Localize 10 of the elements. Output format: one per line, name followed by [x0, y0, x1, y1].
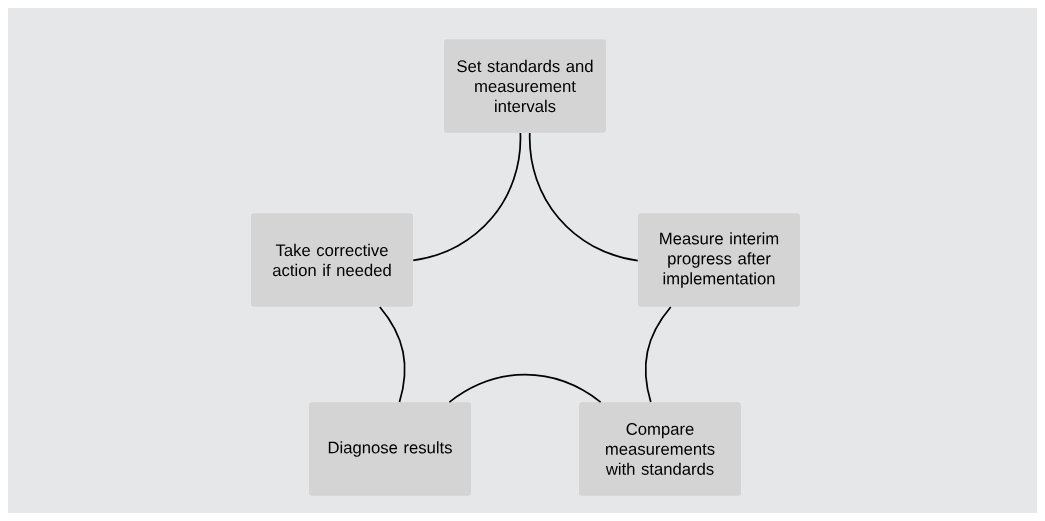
- circle-arc: [644, 306, 672, 403]
- process-box: Set standards and measurement intervals: [444, 39, 606, 133]
- circle-arc: [378, 306, 406, 403]
- circle-arc: [528, 132, 639, 262]
- process-box: Compare measurements with standards: [579, 402, 741, 496]
- circle-arc: [448, 373, 602, 403]
- process-box: Take corrective action if needed: [251, 213, 413, 307]
- process-box: Diagnose results: [309, 402, 471, 496]
- circle-arc: [412, 132, 522, 262]
- process-box: Measure interim progress after implementation: [638, 213, 800, 307]
